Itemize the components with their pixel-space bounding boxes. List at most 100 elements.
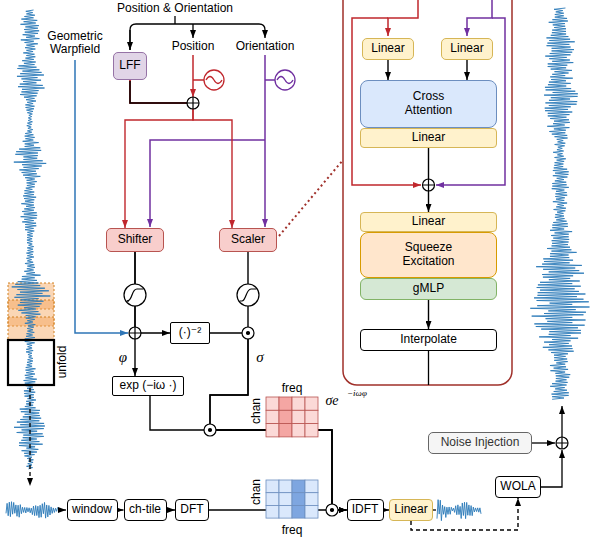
waveform xyxy=(6,502,58,518)
connector xyxy=(134,252,135,376)
sum-junction xyxy=(187,97,199,109)
input-split-wire xyxy=(192,24,193,38)
product-junction xyxy=(204,424,216,436)
input-label: Geometric Warpfield xyxy=(40,30,110,56)
sum-junction xyxy=(129,327,141,339)
axis-label: freq xyxy=(282,382,303,395)
product-junction xyxy=(247,332,250,335)
signal-wire xyxy=(29,388,30,486)
inset-red-wire xyxy=(388,0,418,36)
tanh-activation xyxy=(127,300,129,301)
connector xyxy=(466,60,467,80)
box-text: (·)⁻² xyxy=(179,326,201,340)
box-text: Shifter xyxy=(118,233,153,247)
sum-junction xyxy=(556,437,568,449)
connector xyxy=(150,396,347,510)
orientation-wire xyxy=(264,55,266,227)
orientation-wire xyxy=(150,55,275,227)
product-junction xyxy=(209,429,212,432)
warpfield-wire xyxy=(75,60,128,333)
waveform xyxy=(12,10,51,469)
warpfield-wire xyxy=(75,60,128,333)
inset-panel xyxy=(343,0,512,385)
formula-superscript: −iωφ xyxy=(347,389,367,399)
axis-label: chan xyxy=(250,479,263,505)
connector xyxy=(387,60,388,80)
connector xyxy=(130,80,232,228)
signal-wire xyxy=(538,450,562,487)
orientation-encoding-icon xyxy=(277,77,293,84)
symbol-label: φ xyxy=(119,349,127,366)
position-encoding-icon xyxy=(206,77,222,84)
waveform xyxy=(6,8,589,521)
input-label: Position xyxy=(172,40,215,53)
box-text: Interpolate xyxy=(400,333,457,347)
signal-wire xyxy=(532,442,555,443)
formula-label: σe xyxy=(325,393,338,408)
grid-cell xyxy=(266,424,279,437)
lff-wire xyxy=(130,81,187,103)
waveform xyxy=(530,8,589,399)
sigmoid-activation xyxy=(237,284,259,306)
grid-cell xyxy=(266,397,279,410)
grid-cell xyxy=(292,480,305,493)
box-text: Scaler xyxy=(231,233,265,247)
shifter-box: Shifter xyxy=(106,228,164,252)
orientation-encoding-icon xyxy=(275,70,295,90)
grid-cell xyxy=(305,410,318,423)
connector xyxy=(118,509,124,510)
product-junction xyxy=(204,327,338,516)
box-text: Squeeze Excitation xyxy=(389,241,469,269)
grid-cell xyxy=(279,480,292,493)
connector xyxy=(125,80,193,228)
process-box: DFT xyxy=(175,499,209,521)
waveform xyxy=(437,500,481,521)
grid-cell xyxy=(305,493,318,506)
unfold-frame xyxy=(8,340,54,385)
zoom-leader xyxy=(279,160,343,236)
orientation-wire xyxy=(265,79,275,81)
step-label: unfold xyxy=(56,346,69,379)
unfold-frame xyxy=(8,340,54,385)
sum-junction xyxy=(423,179,435,191)
operation-box: exp (−iω ·) xyxy=(112,376,184,396)
box-text: DFT xyxy=(180,503,203,517)
box-text: IDFT xyxy=(352,503,379,517)
attention-block: Cross Attention xyxy=(360,80,497,128)
axis-label: freq xyxy=(282,524,303,537)
process-box: IDFT xyxy=(347,499,384,521)
product-junction xyxy=(331,509,334,512)
grid-cell xyxy=(279,410,292,423)
box-text: LFF xyxy=(119,59,140,73)
inset-output-wire xyxy=(428,351,429,385)
box-text: window xyxy=(72,503,112,517)
input-label: Position & Orientation xyxy=(117,2,233,15)
box-text: ch-tile xyxy=(129,503,161,517)
input-split-wire xyxy=(174,16,175,24)
connector xyxy=(167,509,176,510)
grid-cell xyxy=(305,397,318,410)
box-text: Linear xyxy=(450,42,483,56)
input-split-wire xyxy=(129,30,130,50)
process-box: WOLA xyxy=(495,476,541,498)
grid-cell xyxy=(279,493,292,506)
box-text: Noise Injection xyxy=(441,436,520,450)
linear-layer: Linear xyxy=(362,38,414,60)
sum-junction xyxy=(556,437,568,449)
position-wire xyxy=(193,55,204,97)
inset-panel xyxy=(343,0,512,385)
box-text: gMLP xyxy=(413,282,444,296)
product-junction xyxy=(242,327,254,339)
gmlp-block: gMLP xyxy=(360,278,497,300)
grid-cell xyxy=(305,424,318,437)
grid-cell xyxy=(305,505,318,518)
process-box: Interpolate xyxy=(360,329,497,351)
grid-cell xyxy=(266,505,279,518)
inset-purple-wire xyxy=(467,0,492,36)
encoder-box: LFF xyxy=(113,52,147,80)
grid-cell xyxy=(279,424,292,437)
grid-cell xyxy=(292,505,305,518)
grid-cell xyxy=(305,480,318,493)
